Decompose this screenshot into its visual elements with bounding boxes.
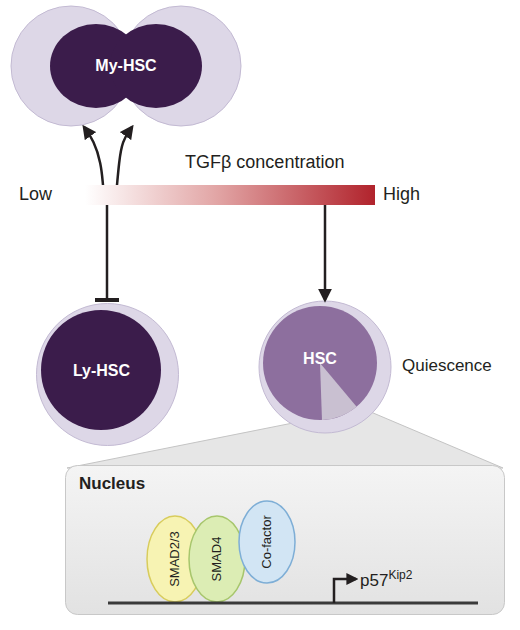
inhibition-line <box>106 205 109 300</box>
node-label: My-HSC <box>95 57 156 75</box>
node-label: SMAD4 <box>210 537 224 582</box>
gradient-bar-outline <box>85 185 375 205</box>
dividing-cell: My-HSC <box>10 5 242 127</box>
nucleus-box: NucleusSMAD2/3 SMAD4 Co-factor <box>65 465 505 615</box>
node-label: TGFβ concentration <box>185 153 344 173</box>
stimulation-arrow <box>324 205 327 300</box>
gene-superscript: Kip2 <box>388 568 412 582</box>
quiescent-cell: HSC <box>258 300 392 434</box>
cofactor-protein: Co-factor <box>238 500 296 584</box>
lymphoid-cell: Ly-HSC <box>35 302 180 447</box>
node-label: Co-factor <box>260 515 274 568</box>
node-label: SMAD2/3 <box>168 531 182 587</box>
stimulation-arrow <box>117 127 132 185</box>
dna-strand <box>108 602 478 605</box>
state-label: Quiescence <box>402 356 492 375</box>
node-label: Nucleus <box>79 475 145 494</box>
axis-label: High <box>383 185 420 205</box>
axis-label: Low <box>19 185 52 205</box>
gene-name: p57 <box>360 571 388 590</box>
node-label: Ly-HSC <box>73 362 130 380</box>
promoter-arrow <box>334 579 356 603</box>
smad4-protein: SMAD4 <box>188 515 246 603</box>
gene-label-group: p57Kip2 <box>360 569 412 590</box>
gradient-bar: TGFβ concentrationLowHigh <box>85 185 375 205</box>
stimulation-arrow <box>84 127 103 185</box>
node-label: HSC <box>303 350 337 368</box>
